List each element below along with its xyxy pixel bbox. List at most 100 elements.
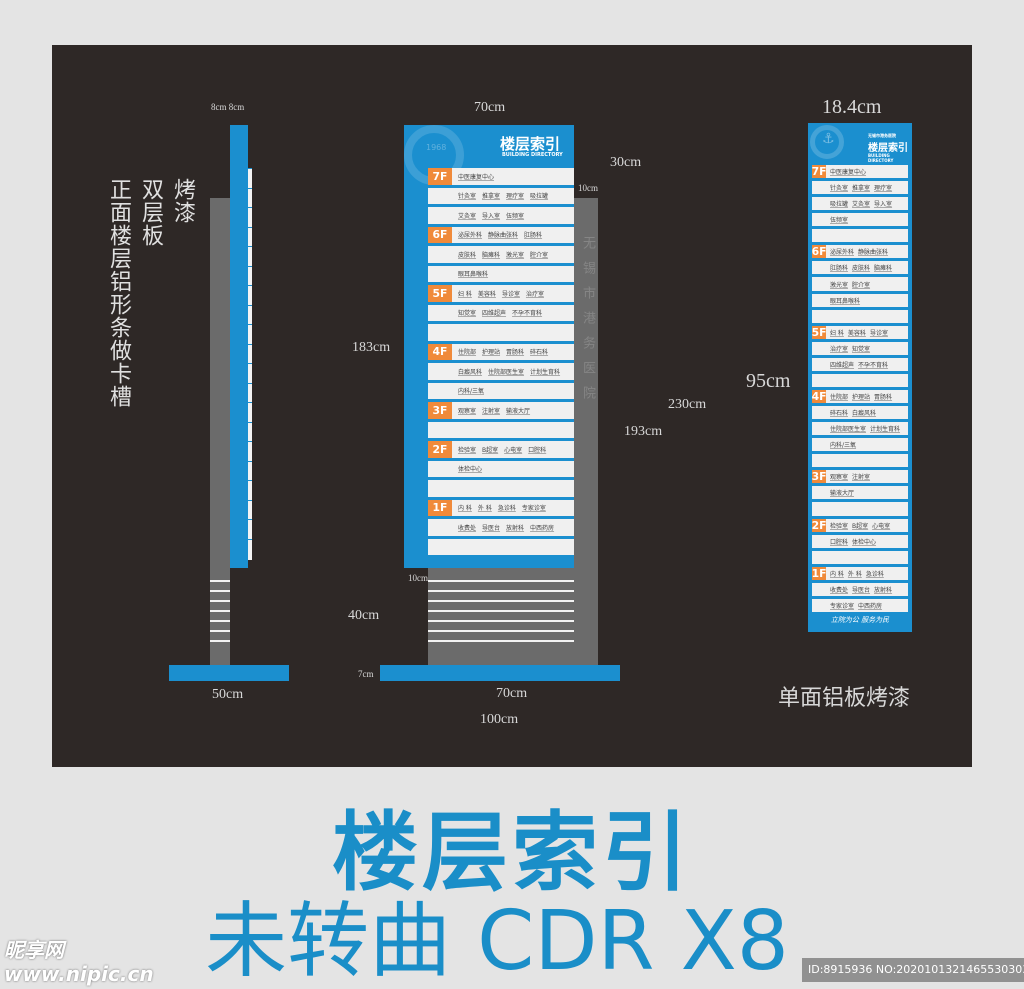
directory-row: 眼耳鼻喉科	[428, 265, 574, 284]
department-label: 输液大厅	[830, 490, 855, 498]
leg-stripe	[428, 630, 574, 632]
anchor-icon: ⚓	[822, 131, 835, 147]
directory-row	[812, 502, 908, 518]
department-label: 艾灸室	[852, 201, 871, 209]
right-footer-motto: 立院为公 服务为民	[830, 616, 890, 624]
slot-divider	[248, 538, 252, 540]
watermark-site: 昵享网 www.nipic.cn	[4, 938, 154, 986]
department-label: 内 科	[830, 570, 844, 578]
leg-stripe	[428, 590, 574, 592]
dim-leg-gap: 10cm	[408, 573, 428, 583]
department-label: 导医台	[482, 524, 501, 532]
floor-tag: 1F	[812, 566, 827, 580]
directory-row: 皮肤科脑瘫科激光室腔介室	[428, 246, 574, 265]
dim-top-width: 70cm	[474, 100, 506, 115]
directory-row: 治疗室知觉室	[812, 341, 908, 357]
leg-stripe	[210, 610, 230, 612]
back-panel-text: 无锡市港务医院	[580, 236, 595, 411]
department-label: 碎石科	[530, 349, 549, 357]
department-label: 推拿室	[852, 185, 871, 193]
directory-row: 伍频室	[812, 213, 908, 229]
directory-row: 碎石科白癜风科	[812, 406, 908, 422]
department-label: 住院部医生室	[488, 368, 525, 376]
slot-divider	[248, 304, 252, 306]
dim-leg-width: 70cm	[496, 686, 528, 701]
directory-row: 住院部医生室计划生育科	[812, 422, 908, 438]
department-label: 护理站	[852, 394, 871, 401]
department-label: 护理站	[482, 349, 501, 357]
department-label: 收费处	[830, 586, 849, 594]
leg-stripe	[210, 600, 230, 602]
department-label: 激光室	[506, 251, 525, 259]
leg-stripe	[210, 640, 230, 642]
slot-divider	[248, 460, 252, 462]
department-label: 急诊科	[497, 505, 516, 513]
slot-divider	[248, 363, 252, 364]
side-sign-panel	[230, 125, 248, 568]
floor-tag: 5F	[428, 285, 452, 302]
directory-row: 知觉室四维超声不孕不育科	[428, 304, 574, 323]
seal-year: 1968	[426, 143, 447, 152]
floor-tag: 2F	[428, 441, 452, 458]
directory-row	[428, 324, 574, 343]
department-label: 急诊科	[865, 570, 884, 578]
department-label: 外 科	[847, 570, 862, 578]
department-label: 观察室	[830, 474, 849, 482]
leg-stripe	[210, 620, 230, 622]
department-label: 输液大厅	[506, 407, 531, 415]
department-label: 妇 科	[830, 329, 844, 337]
department-label: 脑瘫科	[482, 251, 501, 259]
side-width-label: 8cm 8cm	[211, 102, 245, 112]
directory-row: 内科/三氧	[812, 438, 908, 454]
directory-row	[812, 550, 908, 566]
department-label: 检验室	[830, 522, 849, 530]
floor-tag: 4F	[812, 389, 827, 404]
side-legs	[210, 568, 230, 665]
department-label: B超室	[852, 522, 869, 530]
department-label: 中医康复中心	[458, 173, 495, 181]
department-label: 脑瘫科	[874, 265, 893, 273]
department-label: 计划生育科	[530, 368, 561, 376]
department-label: 观察室	[458, 407, 477, 415]
department-label: 理疗室	[874, 185, 893, 193]
department-label: 口腔科	[830, 538, 849, 546]
leg-stripe	[210, 630, 230, 632]
directory-row: 白癜风科住院部医生室计划生育科	[428, 363, 574, 382]
dim-base-width: 100cm	[480, 712, 519, 727]
department-label: 白癜风科	[458, 368, 483, 376]
department-label: 专家诊室	[521, 505, 546, 513]
slot-divider	[248, 285, 252, 286]
department-label: 美容科	[847, 329, 866, 337]
department-label: 内科/三氧	[830, 442, 857, 450]
department-label: 治疗室	[525, 290, 544, 298]
slot-divider	[248, 187, 252, 189]
right-header-org: 无锡市港务医院	[868, 133, 896, 138]
slot-divider	[248, 207, 252, 208]
department-label: 检验室	[458, 446, 477, 454]
directory-row	[428, 421, 574, 440]
department-label: 内科/三氧	[458, 388, 485, 396]
directory-row	[812, 229, 908, 245]
department-label: 吸拉罐	[530, 193, 549, 201]
directory-row: 收费处导医台放射科	[812, 582, 908, 598]
dim-back-gap: 10cm	[578, 183, 598, 193]
directory-row	[812, 454, 908, 470]
dim-right-height: 95cm	[746, 370, 791, 392]
department-label: 理疗室	[506, 193, 525, 201]
leg-stripe	[210, 590, 230, 592]
side-slot-rail	[248, 168, 252, 560]
department-label: 放射科	[506, 524, 525, 532]
floor-tag: 3F	[812, 470, 827, 484]
directory-row: 针灸室推拿室理疗室	[812, 181, 908, 197]
department-label: 四维超声	[830, 361, 855, 369]
